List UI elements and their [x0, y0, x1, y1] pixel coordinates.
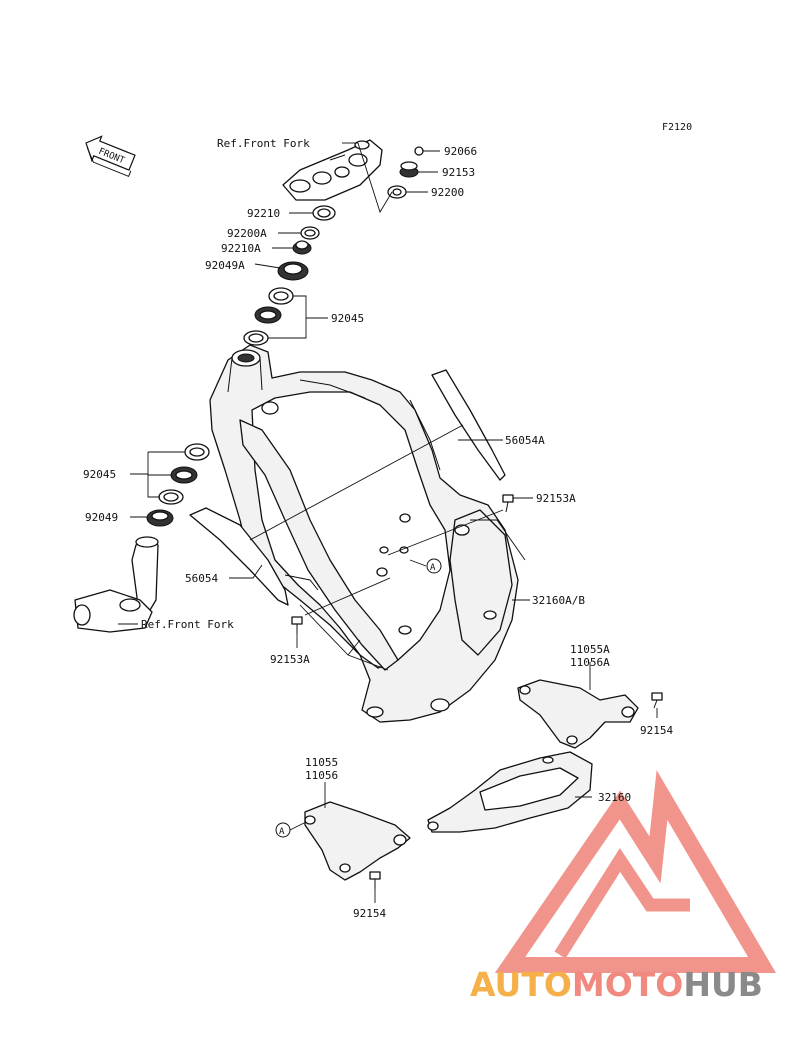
bolt-92154-bottom	[369, 871, 381, 889]
bracket-11055A-11056A	[517, 679, 639, 749]
frame-cover-56054A	[431, 369, 506, 481]
svg-text:A: A	[279, 827, 285, 837]
label-92210: 92210	[247, 207, 280, 220]
label-56054A: 56054A	[505, 434, 545, 447]
part-labels: Ref.Front Fork 92066 92153 92200 92210 9…	[83, 137, 673, 920]
bracket-11055-11056	[304, 801, 411, 881]
label-92049A: 92049A	[205, 259, 245, 272]
callout-a-bottom: A	[275, 822, 291, 838]
watermark-auto: AUTO	[470, 965, 572, 1004]
label-92153A-left: 92153A	[270, 653, 310, 666]
bearing-92045-lower	[158, 443, 210, 505]
rear-subframe-32160	[427, 751, 593, 833]
label-11056A: 11056A	[570, 656, 610, 669]
bolt-92153A-left	[291, 616, 303, 634]
watermark-hub: HUB	[683, 965, 763, 1004]
label-32160AB: 32160A/B	[532, 594, 585, 607]
cap-92066	[414, 146, 424, 156]
bearing-92045-upper	[243, 287, 294, 346]
front-direction-arrow: FRONT	[85, 135, 136, 178]
label-92210A: 92210A	[221, 242, 261, 255]
label-92045-upper: 92045	[331, 312, 364, 325]
washer-92200A	[300, 226, 320, 240]
watermark-triangle-logo	[494, 770, 776, 973]
watermark-wordmark: AUTOMOTOHUB	[470, 965, 763, 1004]
bolt-92153A-right	[502, 494, 514, 513]
washer-92200	[387, 185, 407, 199]
main-frame-32160AB	[209, 344, 519, 723]
callout-a-top: A	[426, 558, 442, 574]
label-92153A-right: 92153A	[536, 492, 576, 505]
bolt-92154-right	[651, 692, 663, 709]
nut-92153	[399, 161, 419, 178]
washer-92210	[312, 205, 336, 221]
label-92049: 92049	[85, 511, 118, 524]
label-92200: 92200	[431, 186, 464, 199]
ref-front-fork-bottom: Ref.Front Fork	[141, 618, 234, 631]
label-92153: 92153	[442, 166, 475, 179]
lower-triple-clamp-stem	[73, 536, 159, 633]
leader-lines	[118, 142, 658, 903]
frame-cover-56054	[189, 507, 289, 606]
label-11055: 11055	[305, 756, 338, 769]
diagram-code: F2120	[662, 122, 692, 133]
label-92045-lower: 92045	[83, 468, 116, 481]
svg-text:A: A	[430, 563, 436, 573]
ref-front-fork-top: Ref.Front Fork	[217, 137, 310, 150]
seal-92049A	[277, 261, 309, 281]
watermark-moto: MOTO	[572, 965, 683, 1004]
label-92154-bottom: 92154	[353, 907, 386, 920]
svg-text:AUTOMOTOHUB: AUTOMOTOHUB	[470, 965, 763, 1004]
nut-92210A	[292, 240, 312, 255]
label-92066: 92066	[444, 145, 477, 158]
label-56054: 56054	[185, 572, 218, 585]
seal-92049	[146, 509, 174, 527]
label-92154-right: 92154	[640, 724, 673, 737]
label-32160: 32160	[598, 791, 631, 804]
label-92200A: 92200A	[227, 227, 267, 240]
label-11056: 11056	[305, 769, 338, 782]
label-11055A: 11055A	[570, 643, 610, 656]
